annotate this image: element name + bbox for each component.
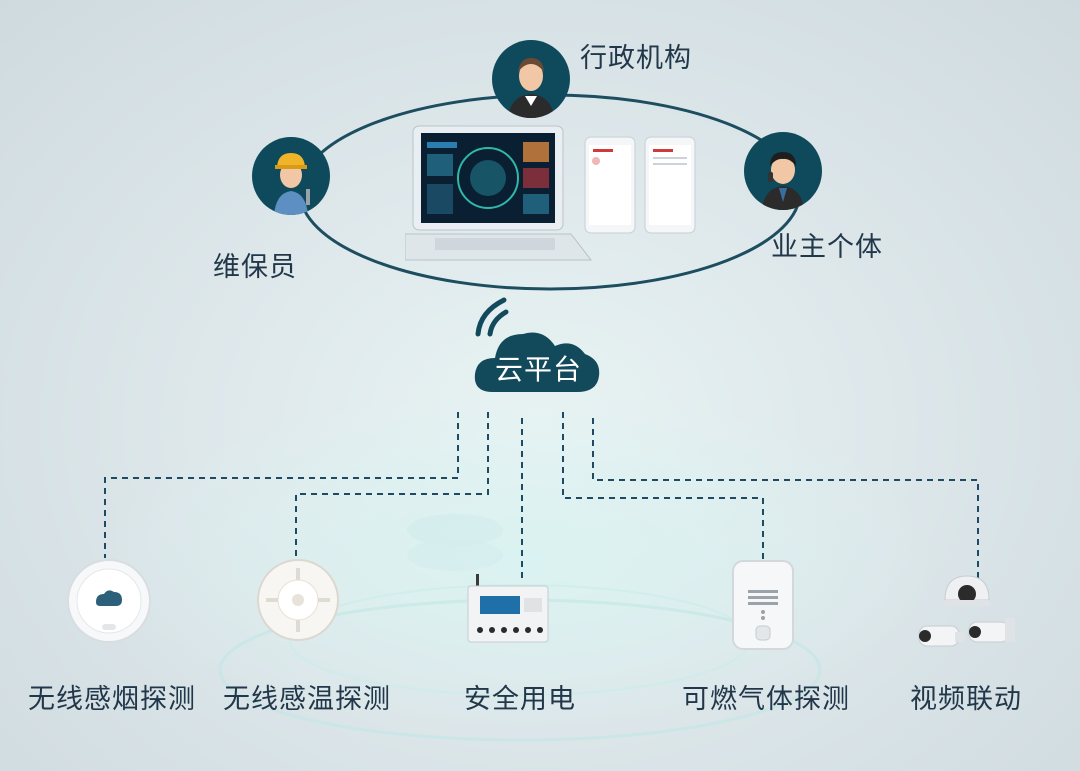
cloud-icon bbox=[474, 332, 600, 392]
phone-icons bbox=[584, 136, 696, 234]
camera-icons bbox=[918, 575, 1015, 647]
smoke-detector-label: 无线感烟探测 bbox=[28, 684, 196, 715]
electrical-safety-module-icon bbox=[467, 574, 549, 643]
video-linkage-label: 视频联动 bbox=[910, 684, 1022, 715]
cloud-platform-label: 云平台 bbox=[495, 353, 583, 386]
heat-detector-label: 无线感温探测 bbox=[223, 684, 391, 715]
worker-icon bbox=[274, 153, 310, 215]
heat-detector-icon bbox=[257, 559, 339, 641]
gas-detector-icon bbox=[732, 560, 794, 650]
wifi-signal-icon bbox=[475, 297, 509, 337]
admin-avatar bbox=[492, 40, 570, 118]
maintainer-avatar bbox=[252, 137, 330, 215]
owner-avatar bbox=[744, 132, 822, 210]
maintainer-label: 维保员 bbox=[213, 252, 297, 283]
smoke-detector-icon bbox=[67, 559, 151, 643]
owner-label: 业主个体 bbox=[771, 232, 883, 263]
electrical-safety-label: 安全用电 bbox=[464, 684, 576, 715]
admin-label: 行政机构 bbox=[580, 43, 692, 74]
laptop-icon bbox=[405, 125, 593, 261]
phone-user-icon bbox=[762, 152, 804, 210]
gas-detector-label: 可燃气体探测 bbox=[682, 684, 850, 715]
businessman-icon bbox=[508, 58, 554, 118]
